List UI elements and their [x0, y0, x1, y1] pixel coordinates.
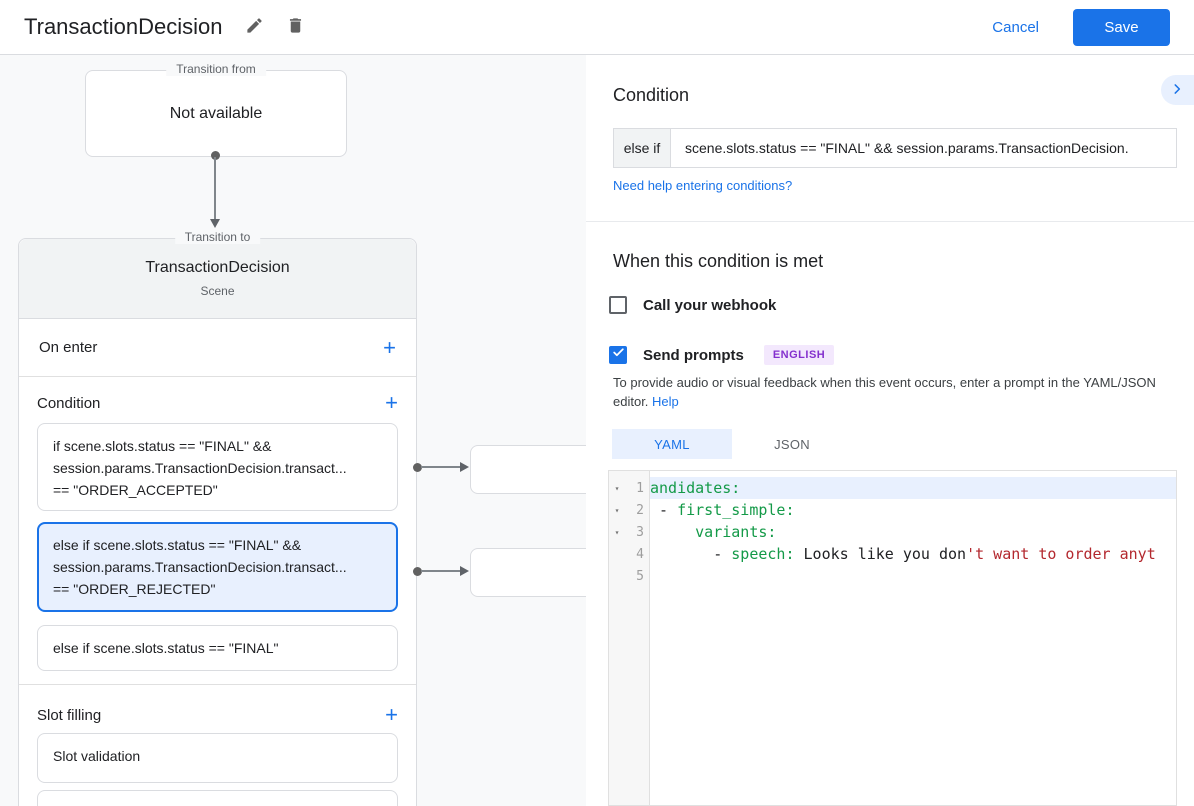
save-button[interactable]: Save [1073, 8, 1170, 46]
connector-dot [211, 151, 220, 160]
transition-from-box: Transition from Not available [85, 62, 347, 157]
send-prompts-row: Send prompts ENGLISH [609, 345, 835, 365]
chevron-right-icon [1170, 82, 1184, 99]
webhook-checkbox[interactable] [609, 296, 627, 314]
condition-card-final[interactable]: else if scene.slots.status == "FINAL" [37, 625, 398, 671]
scene-type-label: Scene [200, 284, 235, 298]
code-line[interactable]: variants: [650, 521, 1176, 543]
arrow-right-icon [460, 462, 469, 472]
condition-detail-panel: Condition else if Need help entering con… [586, 55, 1194, 806]
help-link[interactable]: Help [652, 394, 679, 409]
condition-section: Condition + if scene.slots.status == "FI… [19, 377, 416, 685]
condition-card-accepted[interactable]: if scene.slots.status == "FINAL" && sess… [37, 423, 398, 511]
panel-divider [586, 221, 1194, 222]
prompt-description: To provide audio or visual feedback when… [613, 373, 1161, 411]
code-line[interactable]: andidates: [650, 477, 1176, 499]
trash-icon [286, 16, 305, 38]
fold-toggle-icon[interactable]: ▾ [614, 483, 620, 493]
transition-target-node[interactable] [470, 548, 586, 597]
condition-operator-label: else if [613, 128, 671, 168]
transition-to-legend: Transition to [174, 230, 261, 244]
transition-from-value: Not available [169, 104, 263, 122]
code-segment [650, 523, 695, 541]
slot-filling-label: Slot filling [37, 706, 102, 724]
top-bar: TransactionDecision Cancel Save [0, 0, 1194, 55]
code-segment: speech: [731, 545, 795, 563]
line-number: 4 [636, 546, 644, 562]
code-segment: first_simple: [677, 501, 795, 519]
code-segment: variants: [695, 523, 777, 541]
slot-card-partial[interactable] [37, 790, 398, 806]
fold-toggle-icon[interactable]: ▾ [614, 505, 620, 515]
prompt-description-text: To provide audio or visual feedback when… [613, 375, 1156, 409]
code-line[interactable] [650, 565, 1176, 587]
gutter-row: 4 [609, 543, 649, 565]
transition-from-legend: Transition from [166, 62, 266, 76]
arrow-down-icon [210, 219, 220, 228]
line-number: 1 [636, 480, 644, 496]
scene-card: Transition to TransactionDecision Scene … [18, 230, 417, 806]
send-prompts-label: Send prompts [643, 346, 744, 364]
scene-diagram-canvas: Transition from Not available Transition… [0, 55, 586, 806]
editor-tabs: YAML JSON [612, 429, 852, 459]
condition-heading: Condition [613, 85, 690, 105]
page-title: TransactionDecision [24, 14, 223, 39]
fold-toggle-icon[interactable]: ▾ [614, 527, 620, 537]
pencil-icon [245, 16, 264, 38]
scene-name: TransactionDecision [145, 259, 290, 276]
add-slot-icon[interactable]: + [385, 702, 398, 727]
gutter-row: 5 [609, 565, 649, 587]
webhook-label: Call your webhook [643, 296, 777, 314]
code-segment: 't want to order anyt [966, 545, 1156, 563]
slot-filling-section: Slot filling + Slot validation [19, 685, 416, 806]
add-condition-icon[interactable]: + [385, 390, 398, 415]
send-prompts-checkbox[interactable] [609, 346, 627, 364]
tab-yaml[interactable]: YAML [612, 429, 732, 459]
code-segment: Looks like you don [794, 545, 967, 563]
connector-dot [413, 567, 422, 576]
add-on-enter-icon[interactable]: + [383, 334, 396, 360]
condition-section-label: Condition [37, 394, 101, 412]
when-met-heading: When this condition is met [613, 251, 824, 271]
connector-line [214, 157, 216, 219]
scene-card-header[interactable]: TransactionDecision Scene [19, 239, 416, 319]
transition-target-node[interactable] [470, 445, 586, 494]
connector-dot [413, 463, 422, 472]
gutter-row: ▾3 [609, 521, 649, 543]
gutter-row: ▾1 [609, 477, 649, 499]
condition-card-rejected-selected[interactable]: else if scene.slots.status == "FINAL" &&… [37, 522, 398, 612]
code-segment: andidates: [650, 479, 741, 497]
editor-code[interactable]: andidates: - first_simple: variants: - s… [650, 471, 1176, 805]
check-icon [612, 346, 625, 364]
cancel-button[interactable]: Cancel [992, 18, 1039, 36]
line-number: 5 [636, 568, 644, 584]
condition-expression-input[interactable] [670, 128, 1177, 168]
arrow-right-icon [460, 566, 469, 576]
webhook-row: Call your webhook [609, 296, 776, 314]
line-number: 2 [636, 502, 644, 518]
language-badge: ENGLISH [763, 345, 835, 365]
slot-validation-card[interactable]: Slot validation [37, 733, 398, 783]
tab-json[interactable]: JSON [774, 436, 810, 452]
code-line[interactable]: - speech: Looks like you don't want to o… [650, 543, 1176, 565]
condition-expression-group: else if [613, 128, 1177, 168]
code-line[interactable]: - first_simple: [650, 499, 1176, 521]
code-segment: - [650, 545, 732, 563]
line-number: 3 [636, 524, 644, 540]
conditions-help-link[interactable]: Need help entering conditions? [613, 178, 793, 193]
on-enter-section: On enter + [19, 319, 416, 377]
edit-scene-button[interactable] [245, 16, 264, 38]
connector-line [421, 466, 461, 468]
connector-line [421, 570, 461, 572]
delete-scene-button[interactable] [286, 16, 305, 38]
on-enter-label: On enter [39, 339, 98, 356]
gutter-row: ▾2 [609, 499, 649, 521]
code-segment: - [650, 501, 678, 519]
collapse-panel-button[interactable] [1161, 75, 1194, 105]
